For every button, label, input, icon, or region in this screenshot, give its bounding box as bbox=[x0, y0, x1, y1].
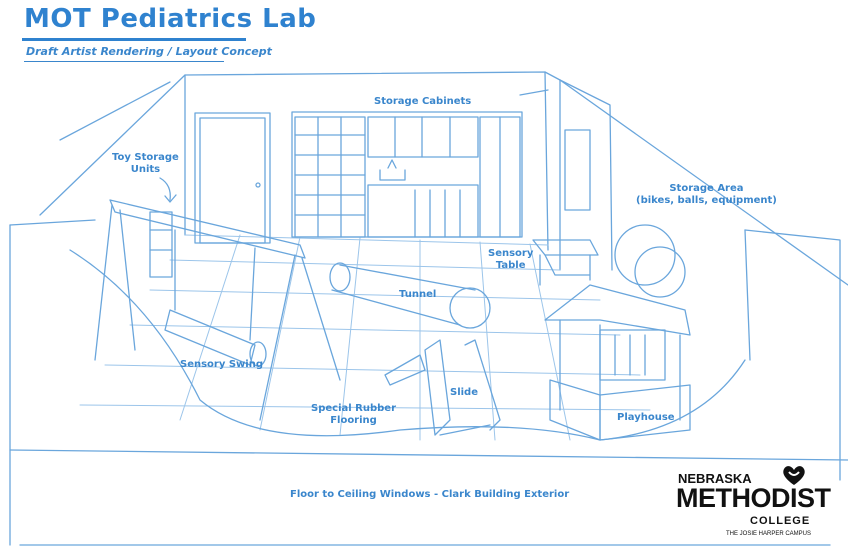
subtitle-underline bbox=[24, 61, 224, 62]
label-rubber-flooring-line1: Special Rubber bbox=[311, 403, 397, 414]
rubber-floor-edge bbox=[69, 249, 746, 441]
page-title: MOT Pediatrics Lab bbox=[24, 4, 317, 34]
label-sensory-table: Sensory Table bbox=[488, 248, 533, 272]
door bbox=[194, 112, 271, 244]
label-tunnel: Tunnel bbox=[399, 289, 437, 300]
tunnel-drawing bbox=[329, 262, 491, 329]
label-toy-storage-line1: Toy Storage bbox=[112, 152, 179, 163]
exercise-balls bbox=[614, 224, 686, 298]
label-storage-area-line1: Storage Area bbox=[669, 183, 744, 194]
label-playhouse: Playhouse bbox=[617, 412, 675, 423]
label-slide: Slide bbox=[450, 387, 478, 398]
nebraska-methodist-logo: NEBRASKA METHODIST COLLEGE THE JOSIE HAR… bbox=[676, 463, 836, 543]
storage-cabinets-drawing bbox=[291, 111, 523, 238]
playhouse-drawing bbox=[544, 284, 691, 441]
label-windows: Floor to Ceiling Windows - Clark Buildin… bbox=[290, 489, 570, 500]
logo-line4: THE JOSIE HARPER CAMPUS bbox=[726, 531, 812, 537]
label-toy-storage-line2: Units bbox=[130, 164, 161, 175]
label-rubber-flooring-line2: Flooring bbox=[330, 415, 377, 426]
swing-set-drawing bbox=[94, 199, 341, 421]
label-storage-cabinets: Storage Cabinets bbox=[374, 96, 472, 107]
floor-grid bbox=[79, 234, 651, 441]
toy-storage-arrow bbox=[159, 177, 177, 203]
logo-line1: NEBRASKA bbox=[678, 471, 752, 486]
label-sensory-swing: Sensory Swing bbox=[180, 359, 264, 370]
logo-heart-icon bbox=[783, 466, 805, 485]
slide-drawing bbox=[384, 339, 501, 436]
logo-line3: COLLEGE bbox=[750, 515, 811, 527]
label-toy-storage: Toy Storage Units bbox=[112, 152, 179, 176]
label-sensory-table-line2: Table bbox=[495, 260, 526, 271]
label-sensory-table-line1: Sensory bbox=[488, 248, 534, 259]
label-storage-area: Storage Area (bikes, balls, equipment) bbox=[636, 183, 777, 207]
title-underline bbox=[22, 38, 246, 41]
logo-line2: METHODIST bbox=[676, 483, 831, 513]
label-rubber-flooring: Special Rubber Flooring bbox=[311, 403, 396, 427]
room-walls bbox=[9, 71, 848, 546]
label-storage-area-line2: (bikes, balls, equipment) bbox=[636, 195, 777, 206]
right-wall-items bbox=[532, 129, 599, 286]
page-subtitle: Draft Artist Rendering / Layout Concept bbox=[26, 45, 272, 58]
